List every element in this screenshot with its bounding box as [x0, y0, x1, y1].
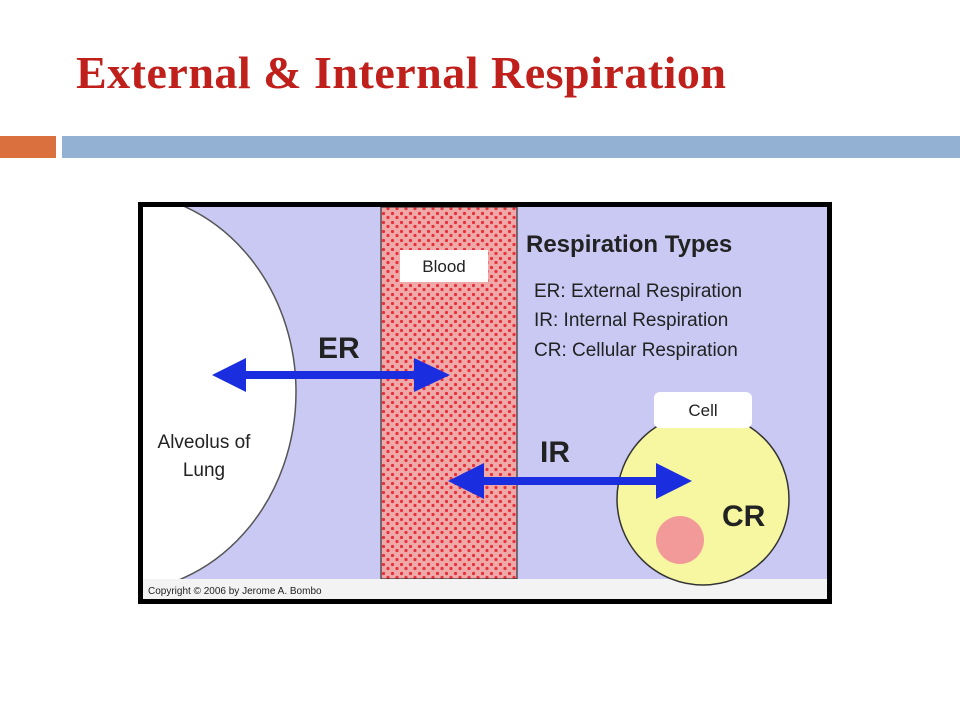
alveolus-label-line2: Lung	[183, 460, 225, 481]
er-label: ER	[318, 332, 360, 365]
ir-arrow	[448, 463, 692, 499]
cell-label: Cell	[688, 401, 717, 420]
blood-label: Blood	[422, 257, 465, 276]
cell-label-box	[654, 392, 752, 428]
slide-title: External & Internal Respiration	[76, 47, 727, 98]
accent-bar-blue	[62, 136, 960, 158]
cell-shape	[616, 412, 790, 586]
accent-bar-orange	[0, 136, 56, 158]
respiration-diagram-svg: Blood Respiration Types ER: External Res…	[143, 207, 827, 599]
legend-item-cr: CR: Cellular Respiration	[534, 340, 738, 361]
blood-label-box	[400, 250, 488, 282]
legend-title: Respiration Types	[526, 231, 732, 258]
legend-item-ir: IR: Internal Respiration	[534, 310, 728, 331]
ir-label: IR	[540, 436, 570, 469]
copyright-text: Copyright © 2006 by Jerome A. Bombo	[148, 586, 322, 597]
respiration-diagram: Blood Respiration Types ER: External Res…	[138, 202, 832, 604]
er-arrow	[212, 358, 450, 392]
legend-item-er: ER: External Respiration	[534, 281, 742, 302]
alveolus-shape	[143, 207, 297, 579]
alveolus-label-line1: Alveolus of	[158, 432, 252, 453]
nucleus-shape	[656, 516, 704, 564]
cr-label: CR	[722, 500, 766, 533]
